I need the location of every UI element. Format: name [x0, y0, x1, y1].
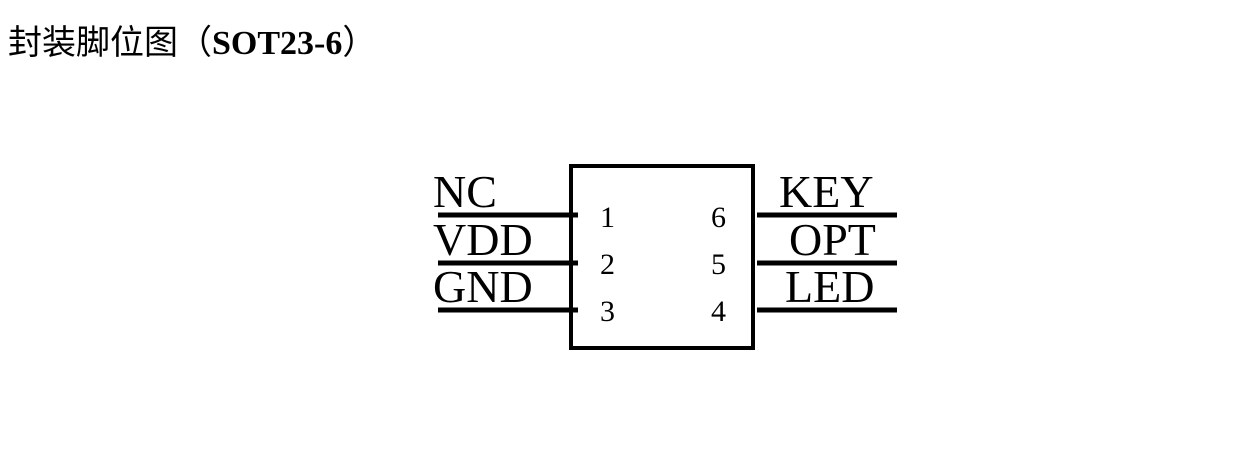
title-package-code: SOT23-6 — [212, 25, 343, 62]
pin-name-5: OPT — [789, 214, 876, 265]
pin-number-2: 2 — [600, 248, 615, 281]
pin-number-1: 1 — [600, 201, 615, 234]
pin-name-3: GND — [433, 261, 533, 312]
pin-number-6: 6 — [711, 201, 726, 234]
pin-number-4: 4 — [711, 295, 726, 328]
chip-body — [569, 164, 755, 350]
pin-name-4: LED — [785, 261, 874, 312]
pin-name-6: KEY — [779, 166, 874, 217]
pin-number-3: 3 — [600, 295, 615, 328]
title-suffix: ） — [342, 23, 377, 63]
pin-name-2: VDD — [433, 214, 533, 265]
page-title: 封装脚位图（SOT23-6） — [8, 20, 376, 67]
pin-number-5: 5 — [711, 248, 726, 281]
pin-name-1: NC — [433, 166, 497, 217]
title-prefix: 封装脚位图（ — [8, 23, 212, 63]
